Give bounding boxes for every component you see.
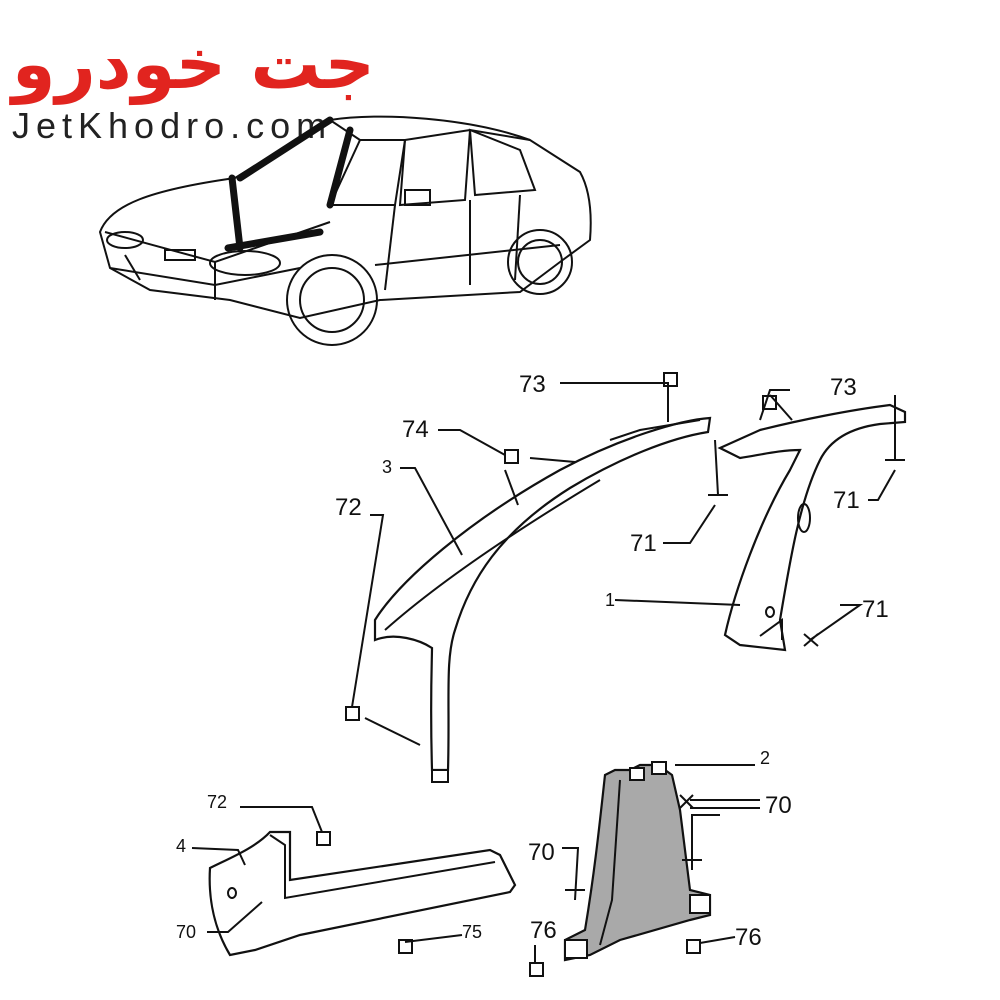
callout-4: 4 bbox=[176, 836, 186, 856]
part-b-pillar-lower-trim bbox=[563, 761, 712, 962]
fasteners bbox=[316, 372, 777, 977]
callout-71a: 71 bbox=[630, 530, 657, 557]
clip-72a bbox=[345, 706, 360, 721]
callout-71b: 71 bbox=[833, 487, 860, 514]
part-sill-trim bbox=[208, 830, 517, 957]
callout-74: 74 bbox=[402, 416, 429, 443]
car-illustration bbox=[98, 115, 592, 346]
clip-76b bbox=[686, 939, 701, 954]
callout-75: 75 bbox=[462, 922, 482, 942]
callout-73b: 73 bbox=[830, 374, 857, 401]
leader-lines bbox=[191, 382, 905, 963]
callout-labels: 73 73 74 3 72 71 71 1 71 2 70 72 4 70 70… bbox=[176, 371, 889, 951]
part-b-pillar-upper-trim bbox=[717, 403, 907, 652]
callout-76b: 76 bbox=[735, 924, 762, 951]
callout-72a: 72 bbox=[335, 494, 362, 521]
logo: جت خودرو JetKhodro.com bbox=[9, 23, 375, 146]
logo-persian-text: جت خودرو bbox=[9, 23, 375, 105]
callout-70b: 70 bbox=[528, 839, 555, 866]
clip-76a bbox=[529, 962, 544, 977]
callout-3: 3 bbox=[382, 457, 392, 477]
clip-74 bbox=[504, 449, 519, 464]
clip-73a bbox=[663, 372, 678, 387]
callout-1: 1 bbox=[605, 590, 615, 610]
callout-73a: 73 bbox=[519, 371, 546, 398]
logo-latin-text: JetKhodro.com bbox=[12, 105, 332, 146]
callout-2: 2 bbox=[760, 748, 770, 768]
part-a-pillar-trim bbox=[373, 416, 712, 783]
callout-70c: 70 bbox=[176, 922, 196, 942]
callout-71c: 71 bbox=[862, 596, 889, 623]
clip-72b bbox=[316, 831, 331, 846]
callout-72b: 72 bbox=[207, 792, 227, 812]
callout-76a: 76 bbox=[530, 917, 557, 944]
callout-70a: 70 bbox=[765, 792, 792, 819]
clip-75 bbox=[398, 939, 413, 954]
